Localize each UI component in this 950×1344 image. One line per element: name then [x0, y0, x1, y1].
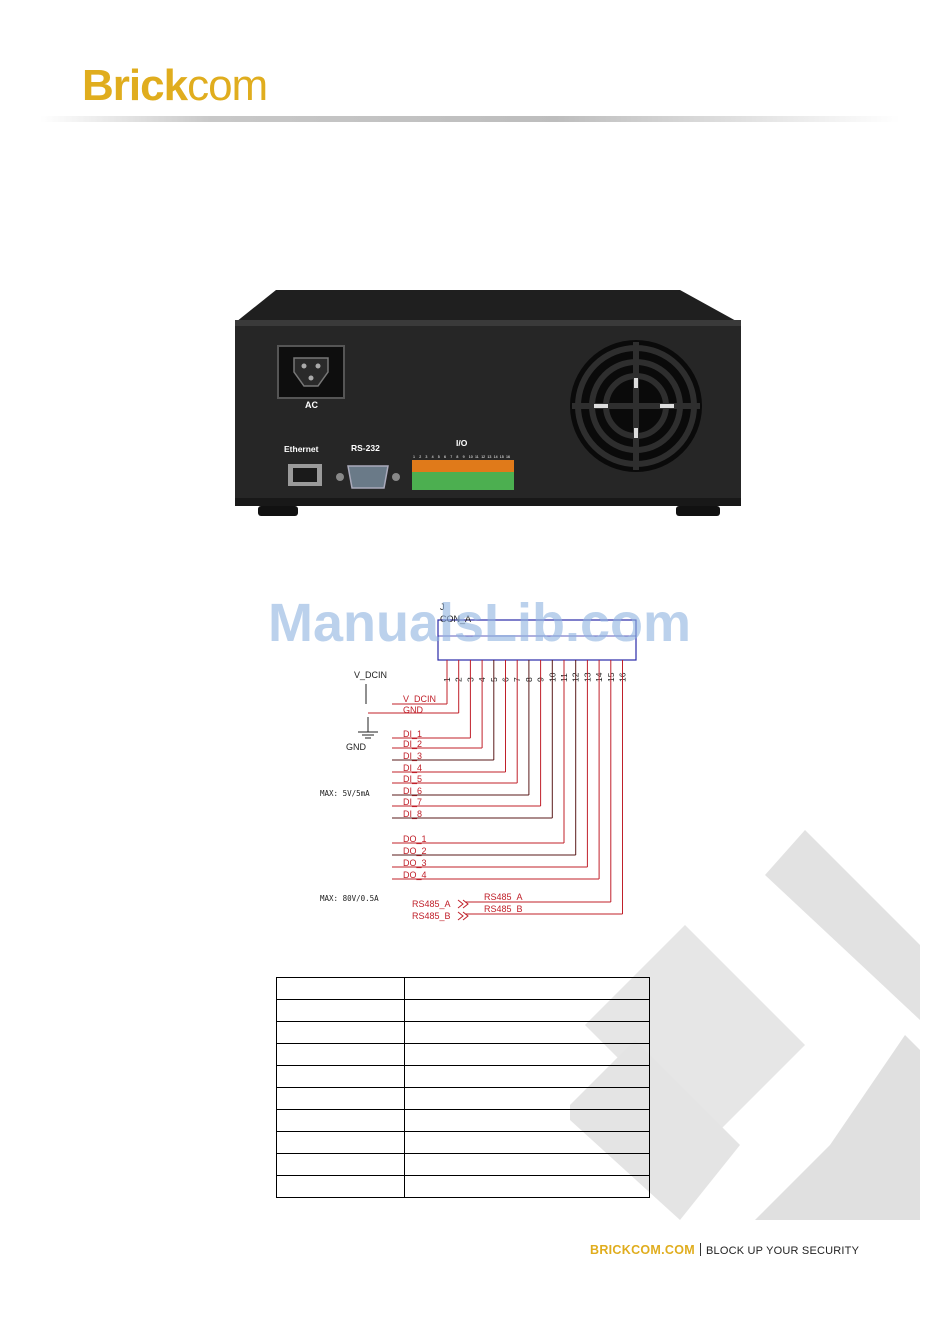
fan-grille	[570, 340, 702, 472]
rs485-chevron	[457, 911, 464, 921]
io-pin-number: 1	[413, 455, 415, 459]
table-cell	[404, 977, 650, 1000]
table-cell	[276, 1065, 405, 1088]
table-row	[276, 1175, 650, 1198]
di-label: DI_3	[403, 751, 422, 761]
do-label: DO_2	[403, 846, 427, 856]
di-label: DI_6	[403, 786, 422, 796]
table-row	[276, 999, 650, 1022]
io-pin-number: 10	[469, 455, 473, 459]
ac-socket	[277, 345, 345, 399]
table-cell	[404, 999, 650, 1022]
io-pin-number: 6	[444, 455, 446, 459]
rs485-chevron	[462, 899, 469, 909]
logo-brick: Brick	[82, 61, 188, 110]
io-pin-number: 12	[481, 455, 485, 459]
di-max-rating: MAX: 5V/5mA	[320, 789, 370, 798]
table-row	[276, 1021, 650, 1044]
footer: BRICKCOM.COM BLOCK UP YOUR SECURITY	[590, 1242, 859, 1259]
io-terminal-block	[412, 460, 514, 490]
table-cell	[404, 1021, 650, 1044]
rs232-port	[336, 465, 400, 489]
footer-site: BRICKCOM.COM	[590, 1243, 695, 1257]
io-pin-number: 15	[500, 455, 504, 459]
brickcom-logo: Brickcom	[82, 61, 268, 110]
rs485-left-label: RS485_B	[412, 911, 451, 921]
table-cell	[404, 1153, 650, 1176]
rs485-right-label: RS485_A	[484, 892, 523, 902]
di-label: DI_2	[403, 739, 422, 749]
manualslib-watermark: ManualsLib.com	[268, 593, 692, 653]
connector-label: CON_A	[440, 614, 471, 624]
di-label: DI_5	[403, 774, 422, 784]
gnd-net-label: GND	[403, 705, 424, 715]
di-label: DI_7	[403, 797, 422, 807]
io-pin-number: 11	[475, 455, 479, 459]
io-pin-table	[276, 977, 650, 1198]
do-label: DO_1	[403, 834, 427, 844]
table-cell	[276, 977, 405, 1000]
table-row	[276, 1065, 650, 1088]
io-pin-number: 5	[438, 455, 440, 459]
table-row	[276, 1087, 650, 1110]
vdcin-symbol-label: V_DCIN	[354, 670, 387, 680]
connector-ref: J	[440, 602, 445, 612]
io-pin-number: 8	[456, 455, 458, 459]
table-cell	[276, 1087, 405, 1110]
table-cell	[404, 1131, 650, 1154]
rs232-label: RS-232	[351, 443, 380, 453]
di-label: DI_1	[403, 729, 422, 739]
ethernet-label: Ethernet	[284, 444, 319, 454]
io-wiring-schematic: JCON_A12345678910111213141516V_DCINV_DCI…	[320, 602, 637, 921]
table-cell	[276, 1131, 405, 1154]
header-divider	[40, 116, 900, 122]
table-row	[276, 1153, 650, 1176]
table-cell	[404, 1043, 650, 1066]
table-cell	[404, 1175, 650, 1198]
io-pin-number: 16	[506, 455, 510, 459]
di-label: DI_4	[403, 763, 422, 773]
io-pin-number: 14	[494, 455, 498, 459]
table-row	[276, 1131, 650, 1154]
do-label: DO_4	[403, 870, 427, 880]
rs485-chevron	[462, 911, 469, 921]
di-label: DI_8	[403, 809, 422, 819]
io-pin-number: 4	[432, 455, 434, 459]
io-pin-number: 3	[425, 455, 427, 459]
io-pin-number: 7	[450, 455, 452, 459]
table-row	[276, 977, 650, 1000]
table-cell	[404, 1109, 650, 1132]
io-pin-number: 2	[419, 455, 421, 459]
table-cell	[276, 1043, 405, 1066]
table-cell	[276, 1153, 405, 1176]
table-row	[276, 1109, 650, 1132]
table-cell	[276, 1021, 405, 1044]
do-label: DO_3	[403, 858, 427, 868]
io-label: I/O	[456, 438, 468, 448]
ac-label: AC	[305, 400, 318, 410]
table-cell	[276, 999, 405, 1022]
ethernet-port	[288, 464, 322, 486]
table-cell	[404, 1065, 650, 1088]
connector-box	[437, 619, 637, 661]
io-pin-number: 9	[463, 455, 465, 459]
rs485-left-label: RS485_A	[412, 899, 451, 909]
gnd-symbol-label: GND	[346, 742, 367, 752]
table-cell	[404, 1087, 650, 1110]
rs485-right-label: RS485_B	[484, 904, 523, 914]
table-cell	[276, 1109, 405, 1132]
table-row	[276, 1043, 650, 1066]
vdcin-net-label: V_DCIN	[403, 694, 436, 704]
do-max-rating: MAX: 80V/0.5A	[320, 894, 379, 903]
rs485-chevron	[457, 899, 464, 909]
table-cell	[276, 1175, 405, 1198]
logo-com: com	[187, 61, 268, 110]
footer-separator	[699, 1243, 701, 1256]
io-pin-number: 13	[487, 455, 491, 459]
footer-slogan: BLOCK UP YOUR SECURITY	[705, 1245, 860, 1257]
